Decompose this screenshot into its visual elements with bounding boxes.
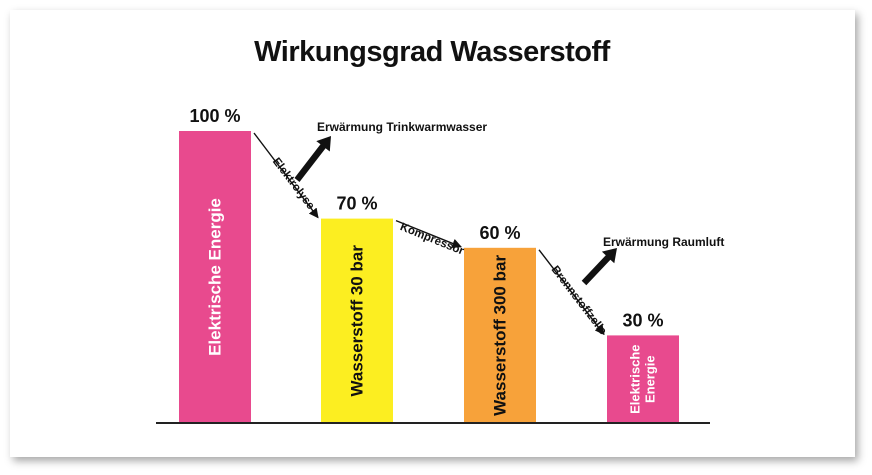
value-label-1: 100 % — [189, 106, 240, 126]
chart-title: Wirkungsgrad Wasserstoff — [254, 36, 611, 68]
category-label-4: ElektrischeEnergie — [628, 345, 658, 414]
heat-loss-arrow-1 — [294, 136, 331, 182]
labels-layer: 100 % Elektrische Energie 70 % Wasserstoff … — [189, 106, 663, 416]
step-label-2: Kompressor — [398, 221, 466, 258]
bar-3 — [464, 247, 536, 423]
category-label-1: Elektrische Energie — [206, 198, 225, 356]
category-label-3: Wasserstoff 300 bar — [491, 255, 510, 416]
value-label-2: 70 % — [336, 194, 377, 214]
step-arrow-1 — [253, 132, 319, 219]
value-label-3: 60 % — [479, 223, 520, 243]
heat-loss-arrow-2 — [581, 248, 617, 286]
step-arrow-2 — [395, 219, 462, 249]
heat-loss-label-2: Erwärmung Raumluft — [603, 235, 724, 249]
step-arrow-3 — [538, 249, 605, 336]
bar-4 — [607, 335, 679, 423]
value-label-4: 30 % — [622, 310, 663, 330]
bar-2 — [321, 218, 393, 423]
heat-loss-label-1: Erwärmung Trinkwarmwasser — [317, 120, 487, 134]
bars-layer — [179, 131, 679, 423]
category-label-2: Wasserstoff 30 bar — [348, 245, 367, 397]
chart-card — [10, 10, 855, 457]
step-label-3: Brennstoffzelle — [549, 264, 609, 337]
bar-1 — [179, 131, 251, 423]
